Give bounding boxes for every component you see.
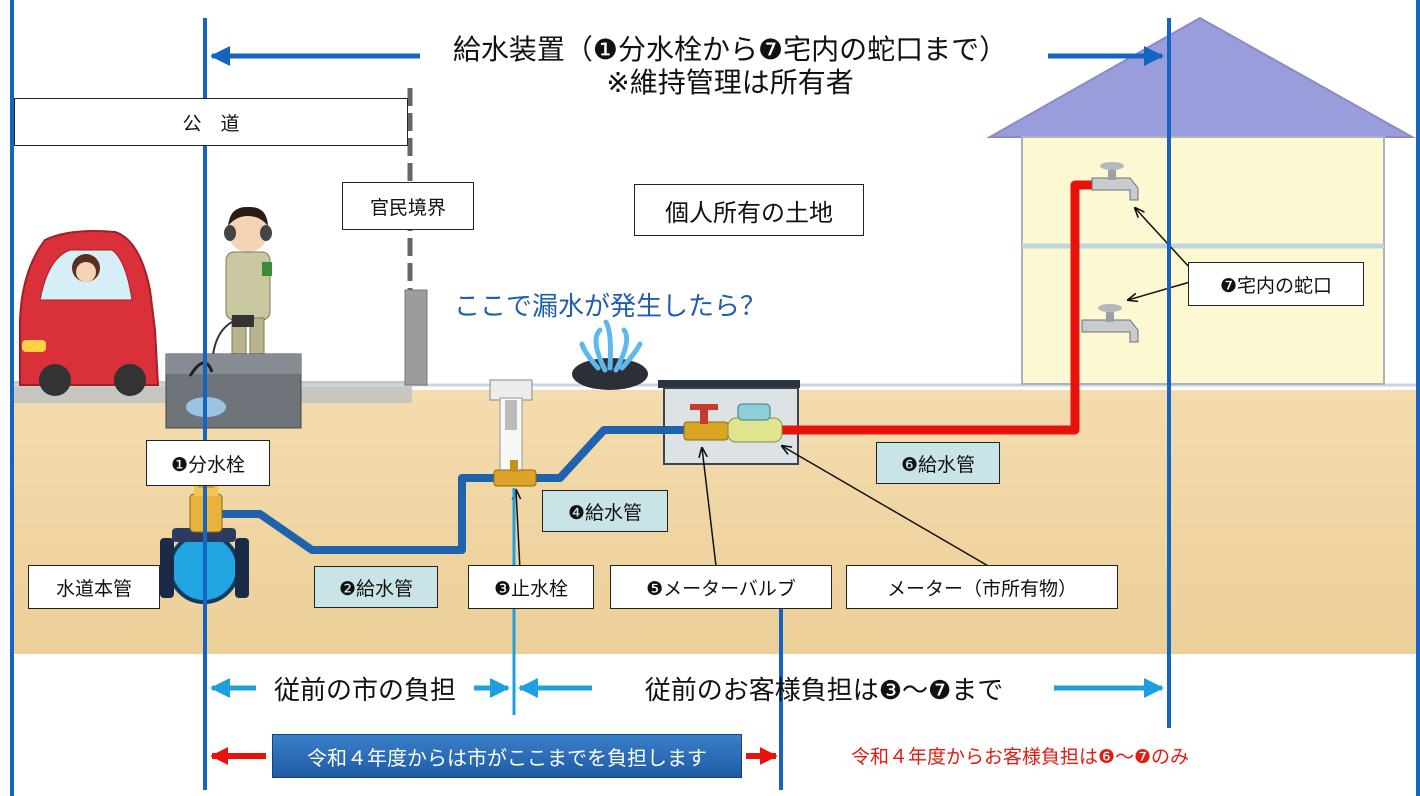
supply-pipe-blue bbox=[222, 426, 688, 554]
supply-pipe-red bbox=[780, 180, 1092, 435]
private-land-label: 個人所有の土地 bbox=[634, 184, 864, 236]
city-burden-new-banner: 令和４年度からは市がここまでを負担します bbox=[272, 734, 742, 778]
stop-cock-callout bbox=[516, 490, 520, 571]
car-icon bbox=[19, 230, 160, 396]
leak-fountain-icon bbox=[572, 319, 648, 390]
customer-burden-new: 令和４年度からお客様負担は❻～❼のみ bbox=[850, 745, 1190, 768]
branch-cock-valve-box bbox=[165, 353, 302, 429]
house-wall bbox=[1021, 136, 1385, 385]
stop-cock-housing bbox=[489, 379, 533, 471]
main-pipe-label: 水道本管 bbox=[28, 565, 160, 609]
leak-question: ここで漏水が発生したら？ bbox=[453, 291, 766, 322]
public-road-label: 公 道 bbox=[14, 98, 408, 146]
meter-valve-icon bbox=[683, 404, 729, 441]
title-line2: ※維持管理は所有者 bbox=[606, 66, 854, 99]
stop-cock-icon bbox=[493, 460, 537, 487]
pipe4-label: ❹給水管 bbox=[542, 490, 668, 532]
meter-valve-callout bbox=[702, 448, 717, 567]
inspector-worker-icon bbox=[211, 206, 272, 371]
meter-callout bbox=[782, 446, 991, 568]
meter-valve-label: ❺メーターバルブ bbox=[610, 565, 832, 609]
branch-cock-label: ❶分水栓 bbox=[146, 440, 270, 486]
city-burden-before: 従前の市の負担 bbox=[273, 675, 456, 706]
faucet-callout-upper bbox=[1135, 208, 1191, 269]
customer-burden-before: 従前のお客様負担は❸～❼まで bbox=[644, 675, 1004, 706]
title-line1: 給水装置（❶分水栓から❼宅内の蛇口まで） bbox=[452, 33, 1008, 66]
boundary-post bbox=[404, 289, 428, 386]
boundary-label: 官民境界 bbox=[342, 182, 474, 230]
pipe2-label: ❷給水管 bbox=[314, 566, 438, 608]
faucet-lower-icon bbox=[1081, 304, 1139, 343]
pipe6-label: ❻給水管 bbox=[876, 442, 1000, 484]
stop-cock-label: ❸止水栓 bbox=[468, 565, 594, 609]
faucet-callout-lower bbox=[1128, 281, 1191, 300]
meter-label: メーター（市所有物） bbox=[846, 565, 1118, 609]
faucet-upper-icon bbox=[1091, 162, 1139, 201]
water-meter-icon bbox=[727, 403, 783, 443]
house bbox=[986, 16, 1416, 385]
faucet-label: ❼宅内の蛇口 bbox=[1188, 262, 1364, 306]
